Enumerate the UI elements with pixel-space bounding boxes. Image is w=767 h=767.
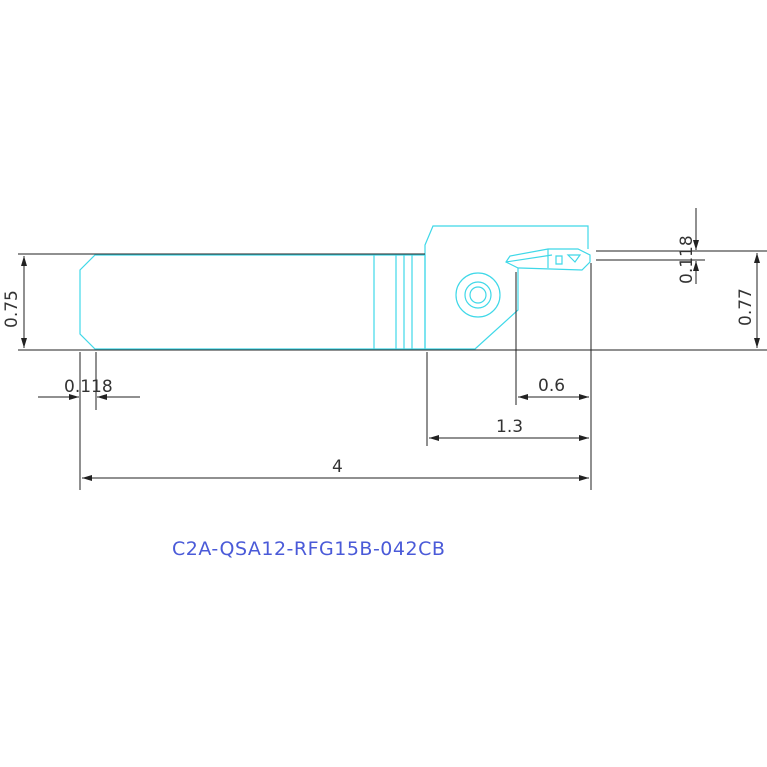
dim-overall-height: 0.77 bbox=[736, 288, 756, 326]
dimension-lines bbox=[18, 208, 767, 490]
clamp-screw-outer bbox=[455, 272, 501, 318]
dim-overall-length: 4 bbox=[332, 457, 343, 477]
part-number-label: C2A-QSA12-RFG15B-042CB bbox=[172, 538, 446, 560]
head-outline bbox=[424, 225, 591, 350]
dim-shank-height: 0.75 bbox=[2, 290, 22, 328]
shank-outline bbox=[79, 254, 426, 350]
dim-chamfer-width: 0.118 bbox=[64, 377, 113, 397]
dim-insert-width: 0.118 bbox=[677, 235, 697, 284]
dim-head-length: 1.3 bbox=[496, 417, 523, 437]
tool-outline bbox=[79, 225, 591, 350]
dim-head-offset: 0.6 bbox=[538, 376, 565, 396]
clamp-screw-inner bbox=[464, 281, 492, 309]
